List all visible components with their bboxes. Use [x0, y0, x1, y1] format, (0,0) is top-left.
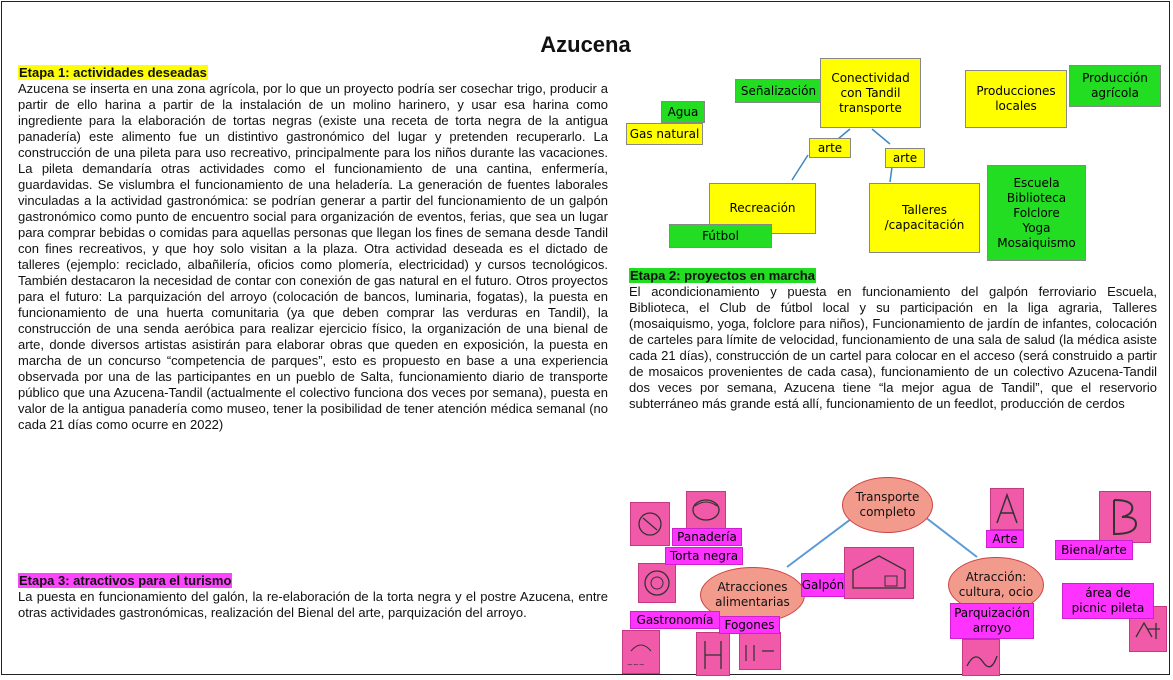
- etapa1-text: Azucena se inserta en una zona agrícola,…: [18, 81, 608, 432]
- gas-natural-box: Gas natural: [626, 123, 703, 145]
- connector-conectividad-arte-right: [871, 128, 891, 145]
- produccion-agricola-box: Producción agrícola: [1069, 65, 1161, 107]
- torta-negra-label: Torta negra: [665, 547, 743, 565]
- etapa3-text: La puesta en funcionamiento del galón, l…: [18, 589, 608, 620]
- torta-drawing-icon: [686, 491, 726, 529]
- galpon-label: Galpón: [801, 573, 845, 597]
- torta-negra-drawing-icon: [638, 563, 676, 603]
- parquizacion-label: Parquización arroyo: [950, 603, 1034, 639]
- gastronomia-label: Gastronomía: [630, 611, 720, 629]
- fogones-drawing-icon: [696, 632, 730, 676]
- svg-text:~~~: ~~~: [627, 661, 645, 669]
- atracciones-oval: Atracciones alimentarias: [700, 567, 805, 623]
- panaderia-label: Panadería: [672, 528, 742, 546]
- arte-drawing-icon: [990, 488, 1024, 530]
- talleres-item-mosaiquismo: Mosaiquismo: [997, 235, 1076, 250]
- etapa2-heading: Etapa 2: proyectos en marcha: [629, 268, 816, 283]
- picnic-label: área de picnic pileta: [1062, 583, 1154, 619]
- bienal-label: Bienal/arte: [1055, 540, 1133, 560]
- talleres-item-folclore: Folclore: [1013, 205, 1060, 220]
- etapa1-heading: Etapa 1: actividades deseadas: [18, 65, 208, 80]
- arroyo-drawing-icon: [962, 639, 1000, 676]
- connector-arte-recreacion: [791, 154, 809, 181]
- fogones-label: Fogones: [719, 616, 780, 634]
- etapa2-section: Etapa 2: proyectos en marcha El acondici…: [629, 268, 1157, 412]
- arte-label: Arte: [986, 530, 1024, 548]
- etapa2-text: El acondicionamiento y puesta en funcion…: [629, 284, 1157, 411]
- etapa3-heading: Etapa 3: atractivos para el turismo: [18, 573, 233, 588]
- gastronomia-drawing-icon: ~~~: [622, 630, 660, 674]
- page-title: Azucena: [540, 32, 631, 57]
- talleres-item-escuela: Escuela: [1013, 175, 1060, 190]
- etapa1-section: Etapa 1: actividades deseadas Azucena se…: [18, 65, 608, 433]
- talleres-list-box: Escuela Biblioteca Folclore Yoga Mosaiqu…: [987, 165, 1086, 261]
- arte-left-box: arte: [809, 138, 851, 158]
- conectividad-box: Conectividad con Tandil transporte: [820, 58, 921, 128]
- transporte-oval: Transporte completo: [842, 477, 933, 533]
- talleres-item-yoga: Yoga: [1022, 220, 1051, 235]
- galpon-drawing-icon: [844, 547, 914, 599]
- etapa3-section: Etapa 3: atractivos para el turismo La p…: [18, 573, 608, 621]
- bienal-drawing-icon: [1099, 491, 1151, 543]
- producciones-locales-box: Producciones locales: [965, 70, 1067, 128]
- agua-box: Agua: [661, 101, 705, 123]
- senalizacion-box: Señalización: [735, 79, 822, 103]
- connector-arte-talleres: [889, 166, 893, 183]
- talleres-box: Talleres /capacitación: [869, 183, 980, 253]
- arte-right-box: arte: [885, 148, 925, 168]
- fogones-sketch-icon: [739, 632, 781, 670]
- futbol-box: Fútbol: [669, 224, 772, 248]
- panaderia-drawing-icon: [630, 502, 670, 546]
- talleres-item-biblioteca: Biblioteca: [1006, 190, 1067, 205]
